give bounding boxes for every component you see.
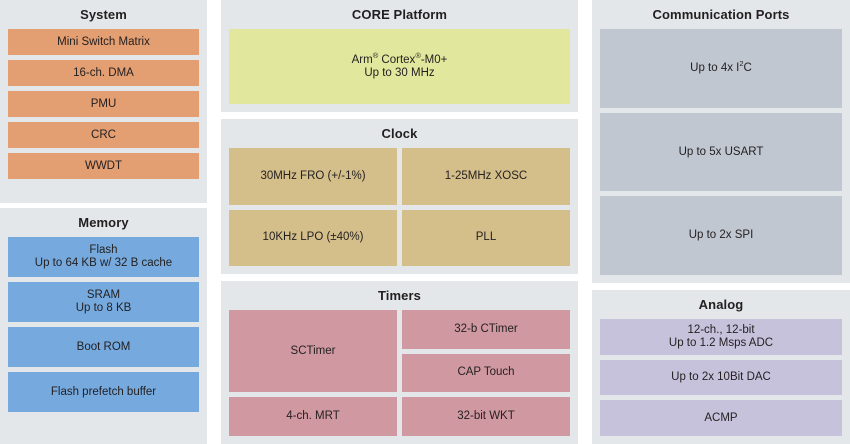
i2c-text-post: C — [743, 61, 752, 74]
panel-title-system: System — [80, 7, 127, 22]
core-cpu-text-2: Cortex — [378, 53, 416, 66]
block-cap-touch[interactable]: CAP Touch — [402, 353, 570, 393]
block-flash[interactable]: Flash Up to 64 KB w/ 32 B cache — [8, 237, 199, 277]
panel-title-clock: Clock — [381, 126, 418, 141]
panel-core-platform: CORE Platform Arm® Cortex®-M0+Up to 30 M… — [221, 0, 578, 112]
panel-memory: Memory Flash Up to 64 KB w/ 32 B cache S… — [0, 208, 207, 444]
analog-block-list: 12-ch., 12-bit Up to 1.2 Msps ADC Up to … — [600, 319, 842, 437]
registered-trademark-icon-1: ® — [372, 50, 379, 60]
registered-trademark-icon-2: ® — [415, 50, 421, 60]
i2c-text-pre: Up to 4x I — [690, 61, 740, 74]
block-adc[interactable]: 12-ch., 12-bit Up to 1.2 Msps ADC — [600, 319, 842, 355]
core-cpu-text-3: -M0+ — [420, 53, 448, 66]
middle-column: CORE Platform Arm® Cortex®-M0+Up to 30 M… — [221, 0, 578, 444]
block-lpo[interactable]: 10KHz LPO (±40%) — [229, 209, 397, 266]
panel-timers: Timers SCTimer 4-ch. MRT 32-b CTimer CAP… — [221, 281, 578, 444]
panel-communication-ports: Communication Ports Up to 4x I2C Up to 5… — [592, 0, 850, 283]
panel-clock: Clock 30MHz FRO (+/-1%) 1-25MHz XOSC 10K… — [221, 119, 578, 274]
communication-block-list: Up to 4x I2C Up to 5x USART Up to 2x SPI — [600, 29, 842, 276]
panel-title-communication-ports: Communication Ports — [652, 7, 790, 22]
block-sctimer[interactable]: SCTimer — [229, 310, 397, 393]
block-arm-cortex-m0plus[interactable]: Arm® Cortex®-M0+Up to 30 MHz — [229, 29, 570, 104]
block-xosc[interactable]: 1-25MHz XOSC — [402, 148, 570, 205]
block-wkt[interactable]: 32-bit WKT — [402, 397, 570, 436]
i2c-label: Up to 4x I2C — [690, 59, 752, 75]
block-acmp[interactable]: ACMP — [600, 400, 842, 437]
block-usart[interactable]: Up to 5x USART — [600, 112, 842, 192]
panel-system: System Mini Switch Matrix 16-ch. DMA PMU… — [0, 0, 207, 203]
system-block-list: Mini Switch Matrix 16-ch. DMA PMU CRC WW… — [8, 29, 199, 195]
left-column: System Mini Switch Matrix 16-ch. DMA PMU… — [0, 0, 207, 444]
core-cpu-text-1: Arm — [351, 53, 373, 66]
block-flash-prefetch-buffer[interactable]: Flash prefetch buffer — [8, 372, 199, 412]
block-spi[interactable]: Up to 2x SPI — [600, 196, 842, 276]
right-column: Communication Ports Up to 4x I2C Up to 5… — [592, 0, 850, 444]
block-pmu[interactable]: PMU — [8, 91, 199, 117]
timers-block-list: SCTimer 4-ch. MRT 32-b CTimer CAP Touch … — [229, 310, 570, 436]
block-wwdt[interactable]: WWDT — [8, 153, 199, 179]
block-dac[interactable]: Up to 2x 10Bit DAC — [600, 359, 842, 396]
clock-block-list: 30MHz FRO (+/-1%) 1-25MHz XOSC 10KHz LPO… — [229, 148, 570, 266]
memory-block-list: Flash Up to 64 KB w/ 32 B cache SRAM Up … — [8, 237, 199, 436]
panel-title-memory: Memory — [78, 215, 129, 230]
block-dma[interactable]: 16-ch. DMA — [8, 60, 199, 86]
block-mini-switch-matrix[interactable]: Mini Switch Matrix — [8, 29, 199, 55]
panel-title-analog: Analog — [698, 297, 744, 312]
block-fro[interactable]: 30MHz FRO (+/-1%) — [229, 148, 397, 205]
block-pll[interactable]: PLL — [402, 209, 570, 266]
core-cpu-label: Arm® Cortex®-M0+Up to 30 MHz — [351, 50, 448, 80]
block-sram[interactable]: SRAM Up to 8 KB — [8, 282, 199, 322]
panel-analog: Analog 12-ch., 12-bit Up to 1.2 Msps ADC… — [592, 290, 850, 444]
block-boot-rom[interactable]: Boot ROM — [8, 327, 199, 367]
core-cpu-speed: Up to 30 MHz — [364, 66, 435, 79]
panel-title-core-platform: CORE Platform — [351, 7, 448, 22]
block-crc[interactable]: CRC — [8, 122, 199, 148]
block-ctimer[interactable]: 32-b CTimer — [402, 310, 570, 349]
core-block-list: Arm® Cortex®-M0+Up to 30 MHz — [229, 29, 570, 104]
block-i2c[interactable]: Up to 4x I2C — [600, 29, 842, 108]
panel-title-timers: Timers — [378, 288, 421, 303]
superscript-two-icon: 2 — [739, 59, 744, 68]
block-mrt[interactable]: 4-ch. MRT — [229, 397, 397, 436]
